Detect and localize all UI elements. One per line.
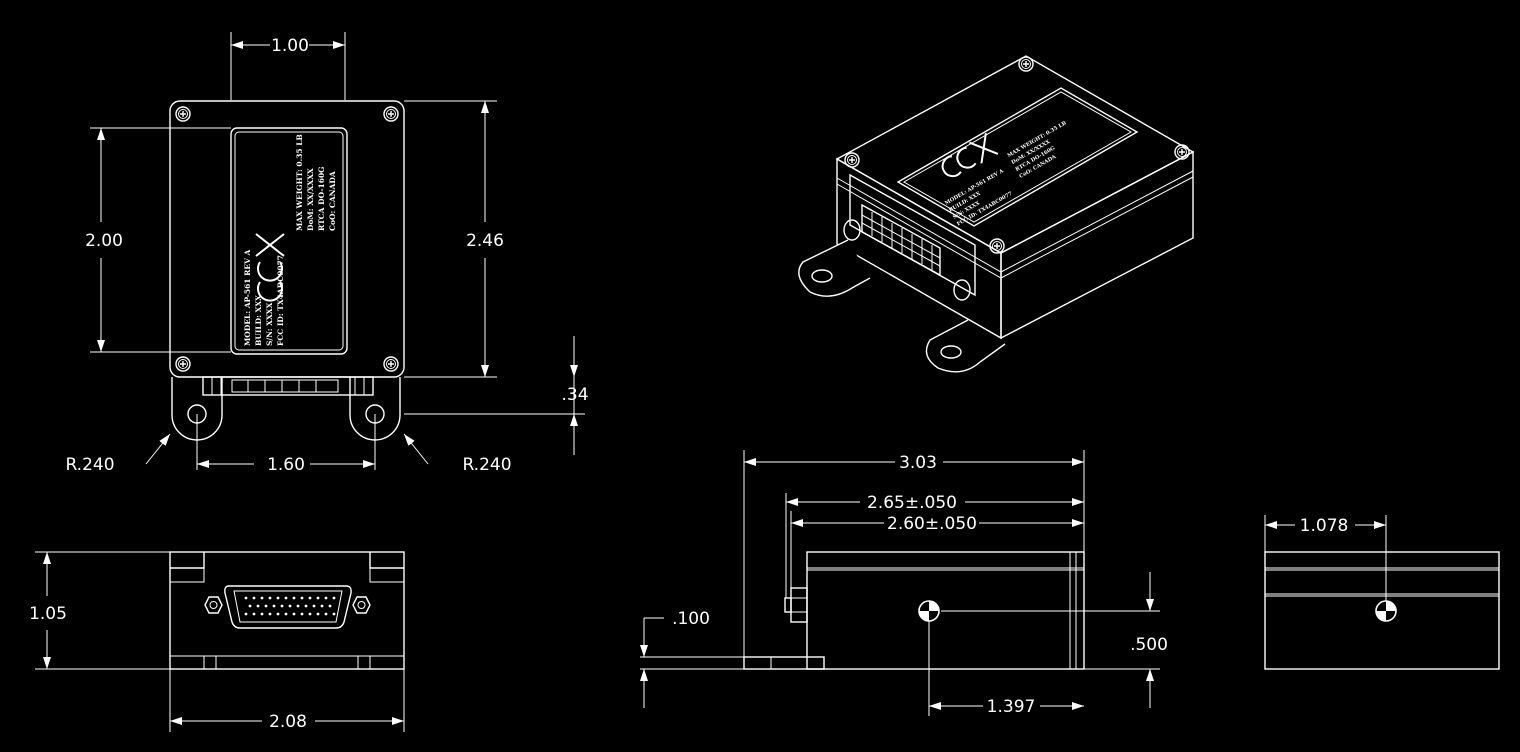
front-body xyxy=(169,551,405,670)
svg-text:MAX WEIGHT: 0.35 LB: MAX WEIGHT: 0.35 LB xyxy=(1007,120,1069,159)
screw-icon xyxy=(1018,56,1034,72)
end-view xyxy=(1264,551,1500,670)
dim-top-width: 1.00 xyxy=(271,36,309,56)
top-plate xyxy=(169,100,405,378)
side-view-dimensions: 3.03 2.65±.050 2.60±.050 .100 .500 1.397 xyxy=(640,450,1168,717)
screw-icon xyxy=(844,152,860,168)
label-fcc: FCC ID: TX4ABC0077 xyxy=(276,255,285,346)
front-view-dimensions: 1.05 2.08 xyxy=(29,552,404,732)
screw-icon xyxy=(1174,144,1190,160)
connector-strip xyxy=(202,376,374,396)
dim-overall-height: 2.46 xyxy=(466,231,504,251)
hex-nut-icon xyxy=(352,596,371,614)
label-rtca: RTCA DO-160G xyxy=(317,166,326,231)
nameplate xyxy=(230,127,348,355)
db25-connector-icon xyxy=(224,585,352,629)
dim-plate-height: 2.00 xyxy=(85,231,123,251)
hex-nut-icon xyxy=(204,596,223,614)
dim-side-a: 2.65±.050 xyxy=(867,493,957,513)
top-view-dimensions: 1.00 2.00 2.46 .34 1.60 R.240 R.240 xyxy=(65,32,589,475)
dim-front-height: 1.05 xyxy=(29,604,67,624)
end-view-dimensions: 1.078 xyxy=(1265,515,1386,601)
dim-front-width: 2.08 xyxy=(269,712,307,732)
label-model: MODEL: AP-561 REV A xyxy=(243,249,252,346)
screw-icon xyxy=(175,356,191,372)
screw-icon xyxy=(383,106,399,122)
label-sn: S/N: XXXX xyxy=(265,302,274,346)
screw-icon xyxy=(989,238,1005,254)
dim-hole-spacing: 1.60 xyxy=(267,455,305,475)
dim-end-cg: 1.078 xyxy=(1300,516,1349,536)
ccx-logo-icon xyxy=(941,132,999,178)
label-coo: CoO: CANADA xyxy=(328,171,337,231)
label-build: BUILD: XXX xyxy=(254,295,263,346)
dim-cg-x: 1.397 xyxy=(987,697,1036,717)
dim-side-overall: 3.03 xyxy=(899,453,937,473)
isometric-view: MODEL: AP-561 REV A BUILD: XXX S/N: XXXX… xyxy=(798,55,1195,373)
end-body xyxy=(1264,551,1500,670)
iso-nameplate xyxy=(896,87,1139,227)
screw-icon xyxy=(383,356,399,372)
dim-flange-thick: .100 xyxy=(672,609,710,629)
label-dom: DoM: XX/XXXX xyxy=(306,168,315,231)
ccx-logo-icon xyxy=(255,233,285,302)
dim-side-b: 2.60±.050 xyxy=(887,514,977,534)
dim-cg-height: .500 xyxy=(1130,635,1168,655)
front-view xyxy=(169,551,405,670)
screw-icon xyxy=(175,106,191,122)
dim-flange-offset: .34 xyxy=(561,385,588,405)
dim-radius-left: R.240 xyxy=(65,455,114,475)
label-weight: MAX WEIGHT: 0.35 LB xyxy=(295,134,304,231)
cg-symbol-icon xyxy=(918,600,940,622)
top-view: MODEL: AP-561 REV A BUILD: XXX S/N: XXXX… xyxy=(169,100,405,441)
side-flange xyxy=(743,656,825,670)
cg-symbol-icon xyxy=(1375,600,1397,622)
dim-radius-right: R.240 xyxy=(462,455,511,475)
